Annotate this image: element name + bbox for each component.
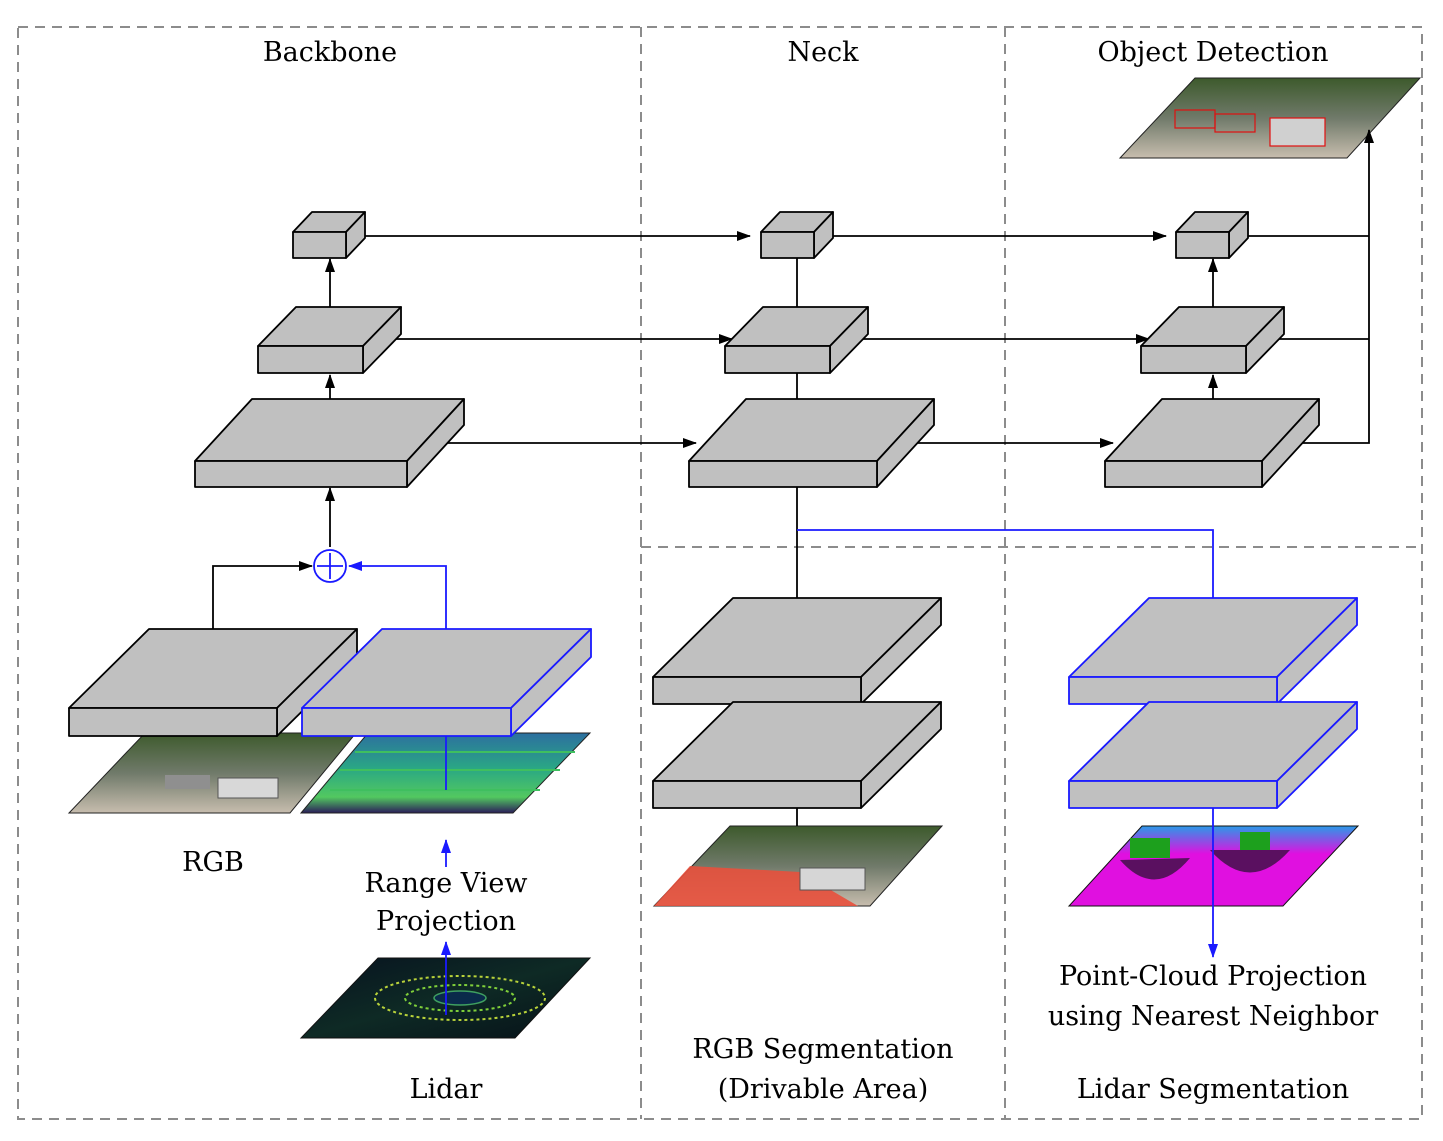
detection-block-mid [1140,306,1285,374]
lidar-seg-block-1 [1068,597,1358,705]
fusion-sum-node [313,549,347,583]
range-view-label-2: Projection [376,906,516,937]
object-detection-image [1118,77,1422,159]
rgb-seg-block-2 [652,701,942,809]
rgb-label: RGB [182,847,244,878]
backbone-block-small [292,211,366,259]
lidar-label: Lidar [410,1074,483,1105]
neck-title: Neck [787,37,859,68]
neck-block-large [688,398,935,488]
detection-block-large [1104,398,1320,488]
object-detection-title: Object Detection [1097,37,1328,68]
panel-borders [17,26,1423,1120]
detection-block-small [1175,211,1249,259]
feature-blocks [68,211,1358,809]
backbone-block-mid [257,306,402,374]
rgb-segmentation-label-2: (Drivable Area) [718,1074,929,1105]
backbone-title: Backbone [263,37,397,68]
pointcloud-projection-label-1: Point-Cloud Projection [1059,961,1367,992]
rgb-image [67,732,358,814]
lidar-seg-block-2 [1068,701,1358,809]
rgb-encoder-block [68,628,358,737]
pointcloud-projection-label-2: using Nearest Neighbor [1048,1001,1378,1032]
rgb-segmentation-image [652,825,944,907]
lidar-encoder-block [301,628,592,737]
rgb-segmentation-label-1: RGB Segmentation [692,1034,953,1065]
range-view-label-1: Range View [364,868,527,899]
neck-block-mid [724,306,869,374]
backbone-block-large [194,398,465,488]
neck-block-small [760,211,834,259]
rgb-seg-block-1 [652,597,942,705]
lidar-segmentation-label: Lidar Segmentation [1077,1074,1349,1105]
